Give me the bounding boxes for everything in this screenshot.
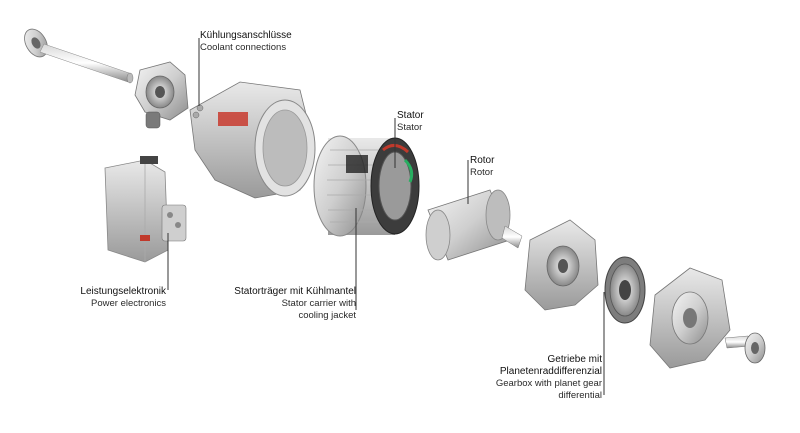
label-stator-carrier-en-2: cooling jacket [298, 310, 356, 321]
motor-housing [189, 81, 316, 199]
label-gearbox-de-1: Getriebe mit [547, 354, 602, 365]
label-gearbox-de-2: Planetenraddifferenzial [499, 366, 602, 377]
planet-gear-differential [604, 256, 646, 324]
output-flange [724, 332, 766, 364]
bearing-flange [134, 61, 189, 129]
label-stator-carrier: Statorträger mit Kühlmantel Stator carri… [234, 286, 356, 322]
label-stator-carrier-de: Statorträger mit Kühlmantel [234, 286, 356, 297]
label-power-electronics-de: Leistungselektronik [80, 286, 166, 297]
gearbox-cover [524, 219, 599, 311]
label-coolant-en: Coolant connections [200, 42, 287, 53]
label-coolant-connections: Kühlungsanschlüsse Coolant connections [200, 30, 292, 54]
label-power-electronics-en: Power electronics [91, 298, 166, 309]
power-electronics-unit [104, 156, 187, 263]
drive-shaft [24, 28, 134, 84]
label-stator-de: Stator [397, 110, 424, 121]
label-stator-carrier-en-1: Stator carrier with [281, 298, 356, 309]
leader-lines [167, 38, 605, 395]
label-gearbox-en-2: differential [558, 390, 602, 401]
label-stator-en: Stator [397, 122, 423, 133]
label-coolant-de: Kühlungsanschlüsse [200, 30, 292, 41]
label-stator: Stator Stator [397, 110, 424, 134]
label-rotor-de: Rotor [470, 155, 495, 166]
label-gearbox-en-1: Gearbox with planet gear [495, 378, 602, 389]
gearbox-housing [649, 267, 731, 369]
label-rotor: Rotor Rotor [470, 155, 494, 179]
rotor [425, 189, 523, 261]
label-power-electronics: Leistungselektronik Power electronics [80, 286, 166, 310]
label-gearbox: Getriebe mit Planetenraddifferenzial Gea… [496, 354, 602, 402]
label-rotor-en: Rotor [470, 167, 494, 178]
